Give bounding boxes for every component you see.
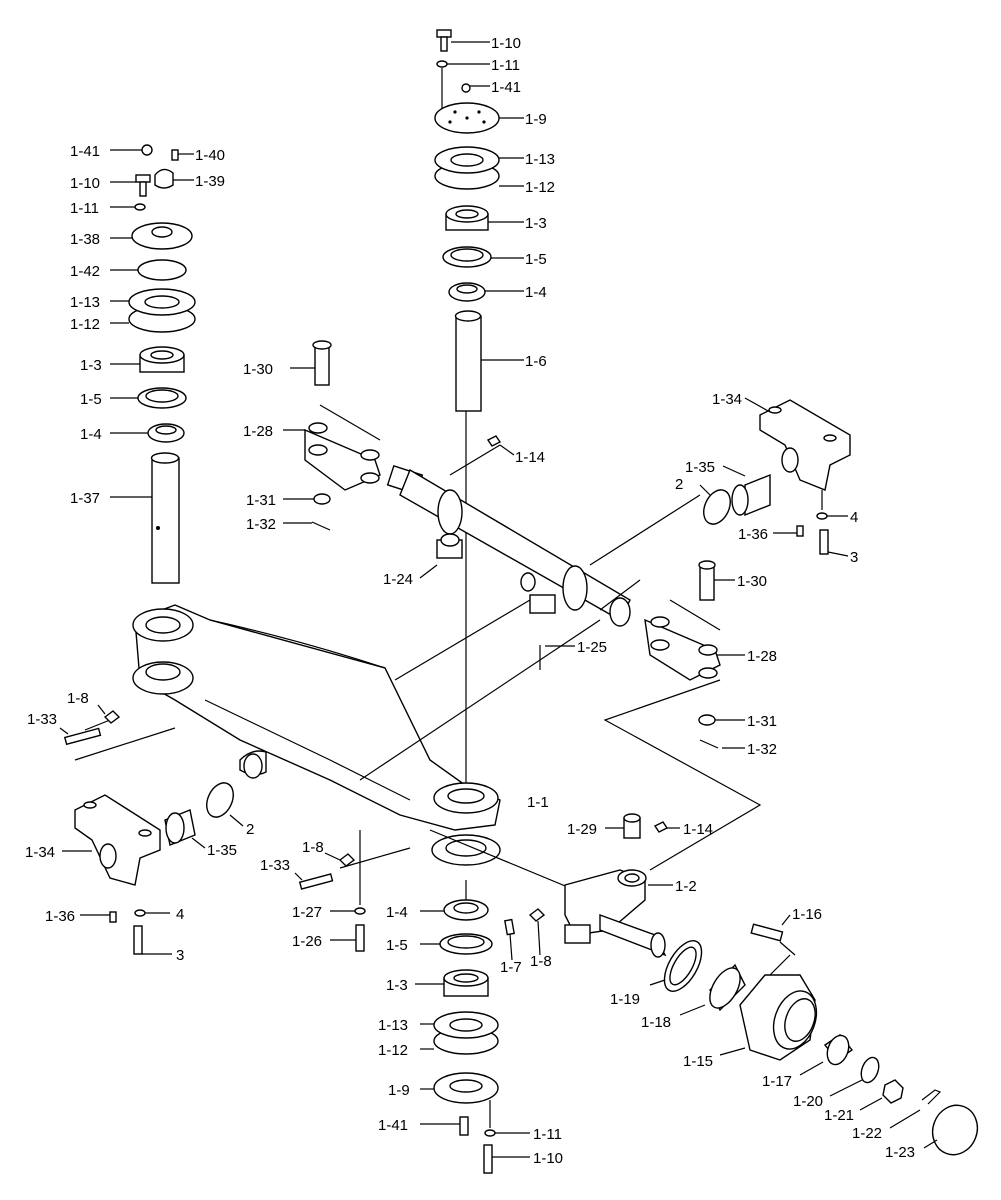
- label-1-36-right: 1-36: [738, 526, 768, 543]
- label-1-20: 1-20: [793, 1093, 823, 1110]
- label-1-10-bottom: 1-10: [533, 1150, 563, 1167]
- label-2-right: 2: [675, 476, 683, 493]
- label-1-8-left: 1-8: [67, 690, 89, 707]
- label-1-24: 1-24: [383, 571, 413, 588]
- knuckle-hub: [564, 813, 979, 1156]
- label-1-33-center: 1-33: [260, 857, 290, 874]
- label-1-13-bottom: 1-13: [378, 1017, 408, 1034]
- label-1-14-top: 1-14: [515, 449, 545, 466]
- label-1-2: 1-2: [675, 878, 697, 895]
- label-1-10-left: 1-10: [70, 175, 100, 192]
- label-1-5-left: 1-5: [80, 391, 102, 408]
- label-2-left: 2: [246, 821, 254, 838]
- left-link: [283, 340, 381, 531]
- label-1-12-bottom: 1-12: [378, 1042, 408, 1059]
- label-1-18: 1-18: [641, 1014, 671, 1031]
- label-1-37: 1-37: [70, 490, 100, 507]
- label-1-32-right: 1-32: [747, 741, 777, 758]
- label-1-9-bottom: 1-9: [388, 1082, 410, 1099]
- label-1-38: 1-38: [70, 231, 100, 248]
- label-1-35-left: 1-35: [207, 842, 237, 859]
- label-1-5-top: 1-5: [525, 251, 547, 268]
- label-1-11-bottom: 1-11: [533, 1126, 562, 1143]
- label-1-19: 1-19: [610, 991, 640, 1008]
- label-1-41-left: 1-41: [70, 143, 100, 160]
- label-1-22: 1-22: [852, 1125, 882, 1142]
- left-lower-mount: [59, 704, 244, 955]
- right-side: [589, 397, 851, 871]
- label-1-31-left: 1-31: [246, 492, 276, 509]
- label-1-9-top: 1-9: [525, 111, 547, 128]
- label-1-29: 1-29: [567, 821, 597, 838]
- label-1-41-top: 1-41: [491, 79, 521, 96]
- top-left-stack: [110, 144, 196, 584]
- label-1-13-left: 1-13: [70, 294, 100, 311]
- label-1-31-right: 1-31: [747, 713, 777, 730]
- label-1-3-bottom: 1-3: [386, 977, 408, 994]
- label-1-5-bottom: 1-5: [386, 937, 408, 954]
- label-1-10-top: 1-10: [491, 35, 521, 52]
- label-1-7: 1-7: [500, 959, 522, 976]
- label-1-8-bottom: 1-8: [530, 953, 552, 970]
- steering-cylinder: [386, 444, 641, 627]
- label-1-26: 1-26: [292, 933, 322, 950]
- label-1-17: 1-17: [762, 1073, 792, 1090]
- label-1-25: 1-25: [577, 639, 607, 656]
- label-1-32-left: 1-32: [246, 516, 276, 533]
- label-1-28-right: 1-28: [747, 648, 777, 665]
- axle-beam: [74, 599, 601, 905]
- label-1-35-right: 1-35: [685, 459, 715, 476]
- label-1-3-top: 1-3: [525, 215, 547, 232]
- label-3-right: 3: [850, 549, 858, 566]
- label-1-42: 1-42: [70, 263, 100, 280]
- label-1-3-left: 1-3: [80, 357, 102, 374]
- label-1-14-bottom: 1-14: [683, 821, 713, 838]
- callout-labels: 1-10 1-11 1-41 1-9 1-13 1-12 1-3 1-5 1-4…: [25, 35, 915, 1167]
- label-1-27: 1-27: [292, 904, 322, 921]
- lower-center-stack: [294, 852, 546, 1174]
- top-center-stack: [434, 29, 524, 795]
- label-3-left: 3: [176, 947, 184, 964]
- label-1-41-bottom: 1-41: [378, 1117, 408, 1134]
- label-4-left: 4: [176, 906, 184, 923]
- label-1-36-left: 1-36: [45, 908, 75, 925]
- label-1-34-right: 1-34: [712, 391, 742, 408]
- label-1-21: 1-21: [824, 1107, 854, 1124]
- label-1-30-right: 1-30: [737, 573, 767, 590]
- label-1-34-left: 1-34: [25, 844, 55, 861]
- label-1-4-left: 1-4: [80, 426, 102, 443]
- label-1-30-left: 1-30: [243, 361, 273, 378]
- label-1-12-top: 1-12: [525, 179, 555, 196]
- label-1-39: 1-39: [195, 173, 225, 190]
- label-1-11-top: 1-11: [491, 57, 520, 74]
- label-1-16: 1-16: [792, 906, 822, 923]
- label-1-33-left: 1-33: [27, 711, 57, 728]
- label-1-1: 1-1: [527, 794, 549, 811]
- label-1-15: 1-15: [683, 1053, 713, 1070]
- label-1-4-bottom: 1-4: [386, 904, 408, 921]
- label-1-28-left: 1-28: [243, 423, 273, 440]
- label-1-12-left: 1-12: [70, 316, 100, 333]
- label-4-right: 4: [850, 509, 858, 526]
- label-1-6: 1-6: [525, 353, 547, 370]
- label-1-4-top: 1-4: [525, 284, 547, 301]
- label-1-13-top: 1-13: [525, 151, 555, 168]
- label-1-8-center: 1-8: [302, 839, 324, 856]
- label-1-23: 1-23: [885, 1144, 915, 1161]
- label-1-11-left: 1-11: [70, 200, 99, 217]
- label-1-40: 1-40: [195, 147, 225, 164]
